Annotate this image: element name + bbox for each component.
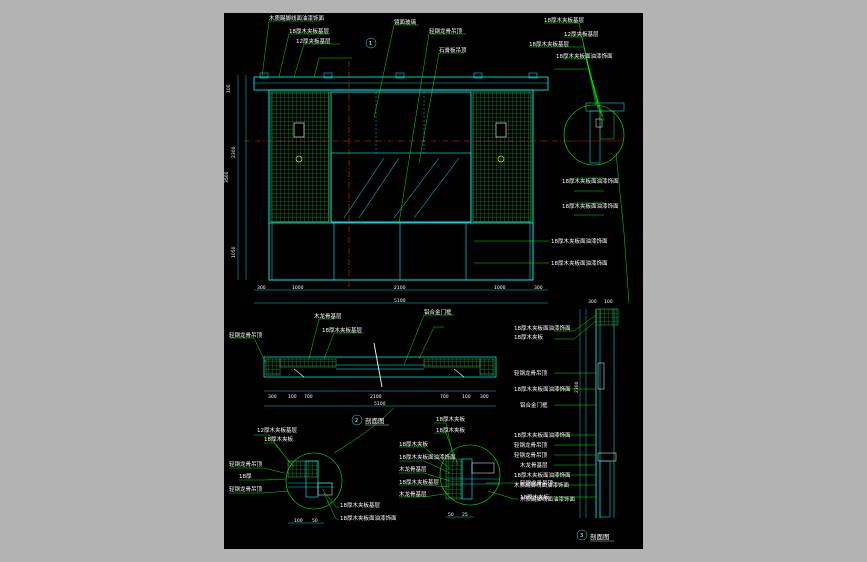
detail-b-label-8: 轻钢龙骨吊顶: [520, 479, 554, 487]
detail-top-label-6: 18厚木夹板面油漆饰面: [562, 202, 619, 210]
elev-dim-bottom-1: 300: [257, 285, 266, 291]
mirror-panel: [330, 91, 472, 223]
detail-a-label-7: 18厚木夹板面油漆饰面: [340, 514, 397, 522]
detail-top-label-3: 18厚木夹板基层: [529, 40, 569, 48]
detail-b-label-7: 木龙骨基层: [399, 490, 427, 498]
elev-dim-bottom-2: 1000: [292, 285, 304, 291]
side-label-8: 轻钢龙骨吊顶: [514, 451, 548, 459]
elev-dim-left-3: 1050: [231, 246, 237, 258]
side-label-5: 铝合金门框: [520, 401, 548, 409]
drawing-sheet: 100 2300 1050 3500 300 1000 2100 1000 30…: [224, 13, 643, 549]
side-label-10: 18厚木夹板面油漆饰面: [514, 471, 571, 479]
plan-label-3: 18厚木夹板基层: [322, 326, 362, 334]
detail-b-label-5: 木龙骨基层: [399, 465, 427, 473]
side-label-9: 木龙骨基层: [520, 461, 548, 469]
side-bubble: 3: [580, 533, 583, 539]
detail-a: 12厚木夹板基层 18厚木夹板 轻钢龙骨吊顶 18厚 轻钢龙骨吊顶 18厚木夹板…: [229, 407, 397, 524]
plan-label-2: 木龙骨基层: [314, 312, 342, 320]
right-wall-panel: [472, 91, 532, 223]
elev-label-6: 石膏板吊顶: [439, 46, 467, 54]
detail-b-label-6: 18厚木夹板基层: [399, 478, 439, 486]
detail-a-label-1: 12厚木夹板基层: [257, 426, 297, 434]
detail-top-label-4: 18厚木夹板面油漆饰面: [556, 52, 613, 60]
detail-b: 18厚木夹板 18厚木夹板 18厚木夹板 18厚木夹板面油漆饰面 木龙骨基层 1…: [399, 415, 576, 518]
side-label-2: 18厚木夹板: [514, 333, 543, 341]
side-dim-1: 300: [588, 299, 597, 305]
detail-b-label-3: 18厚木夹板: [399, 440, 428, 448]
elev-dim-left-1: 100: [226, 84, 232, 93]
side-label-3: 轻钢龙骨吊顶: [514, 369, 548, 377]
side-label-6: 18厚木夹板面油漆饰面: [514, 431, 571, 439]
elev-detail-bubble: 1: [369, 41, 372, 47]
side-label-4: 18厚木夹板面油漆饰面: [514, 385, 571, 393]
detail-top-label-5: 18厚木夹板面油漆饰面: [562, 177, 619, 185]
plan-section: 300 100 700 2100 700 100 300 5100 轻钢龙骨吊顶…: [229, 308, 497, 426]
plan-label-4: 铝合金门框: [424, 308, 452, 316]
detail-a-label-5: 轻钢龙骨吊顶: [229, 485, 263, 493]
side-label-7: 轻钢龙骨吊顶: [514, 441, 548, 449]
plan-dim-3: 700: [304, 394, 313, 400]
detail-b-label-4: 18厚木夹板面油漆饰面: [399, 453, 456, 461]
elev-label-2: 18厚木夹板基层: [289, 27, 329, 35]
plan-dim-4: 2100: [370, 394, 382, 400]
left-wall-panel: [270, 91, 330, 223]
detail-a-dim-1: 100: [294, 518, 303, 524]
elev-label-3: 12厚夹板基层: [296, 37, 331, 45]
plan-total: 5100: [374, 401, 386, 407]
detail-a-label-4: 18厚: [239, 473, 252, 480]
elev-dim-bottom-5: 300: [534, 285, 543, 291]
plan-title: 剖面图: [365, 416, 385, 425]
detail-a-label-3: 轻钢龙骨吊顶: [229, 460, 263, 468]
elev-dim-left-total: 3500: [224, 171, 230, 183]
elev-right-label-1: 18厚木夹板面油漆饰面: [551, 237, 608, 245]
elev-label-4: 镜面玻璃: [394, 18, 417, 26]
detail-b-dim-1: 50: [448, 512, 454, 518]
plan-dim-5: 700: [440, 394, 449, 400]
cad-drawing[interactable]: 100 2300 1050 3500 300 1000 2100 1000 30…: [224, 13, 643, 549]
side-section: 300 100 2300 18厚木夹板面油漆饰面 18厚木夹板 轻钢龙骨吊顶 1…: [514, 299, 619, 542]
elev-total-width: 5100: [394, 298, 406, 304]
detail-top-label-1: 18厚木夹板基层: [544, 16, 584, 24]
side-label-12: 18厚木夹板: [520, 493, 549, 501]
detail-a-label-2: 18厚木夹板: [264, 435, 293, 443]
detail-a-dim-2: 50: [312, 518, 318, 524]
detail-b-label-2: 18厚木夹板: [436, 426, 465, 434]
elev-label-1: 木质踢脚线面油漆饰面: [269, 14, 325, 22]
plan-label-1: 轻钢龙骨吊顶: [229, 331, 263, 339]
left-wall-lamp: [293, 122, 305, 138]
plan-dim-2: 100: [288, 394, 297, 400]
elev-label-5: 轻钢龙骨吊顶: [429, 27, 463, 35]
plan-bubble: 2: [355, 418, 358, 424]
detail-top-label-2: 12厚夹板基层: [564, 30, 599, 38]
elev-dim-bottom-4: 1000: [494, 285, 506, 291]
detail-circle-top: 18厚木夹板基层 12厚夹板基层 18厚木夹板基层 18厚木夹板面油漆饰面 18…: [529, 16, 630, 304]
side-title: 剖面图: [590, 532, 610, 541]
detail-b-dim-2: 25: [462, 512, 468, 518]
detail-b-label-9: 木质踢脚线面油漆饰面: [520, 495, 576, 503]
side-label-11: 木质踢脚线面油漆饰面: [514, 481, 570, 489]
front-elevation: 100 2300 1050 3500 300 1000 2100 1000 30…: [224, 14, 608, 304]
elev-dim-left-2: 2300: [231, 146, 237, 158]
plan-dim-1: 300: [268, 394, 277, 400]
right-wall-lamp: [495, 122, 507, 138]
plan-dim-6: 100: [462, 394, 471, 400]
elev-right-label-2: 18厚木夹板面油漆饰面: [551, 259, 608, 267]
side-dim-2: 100: [604, 299, 613, 305]
plan-dim-7: 300: [480, 394, 489, 400]
detail-b-label-1: 18厚木夹板: [436, 415, 465, 423]
side-dim-3: 2300: [574, 381, 580, 393]
elev-dim-bottom-3: 2100: [394, 285, 406, 291]
detail-a-label-6: 18厚木夹板基层: [340, 501, 380, 509]
side-label-1: 18厚木夹板面油漆饰面: [514, 324, 571, 332]
